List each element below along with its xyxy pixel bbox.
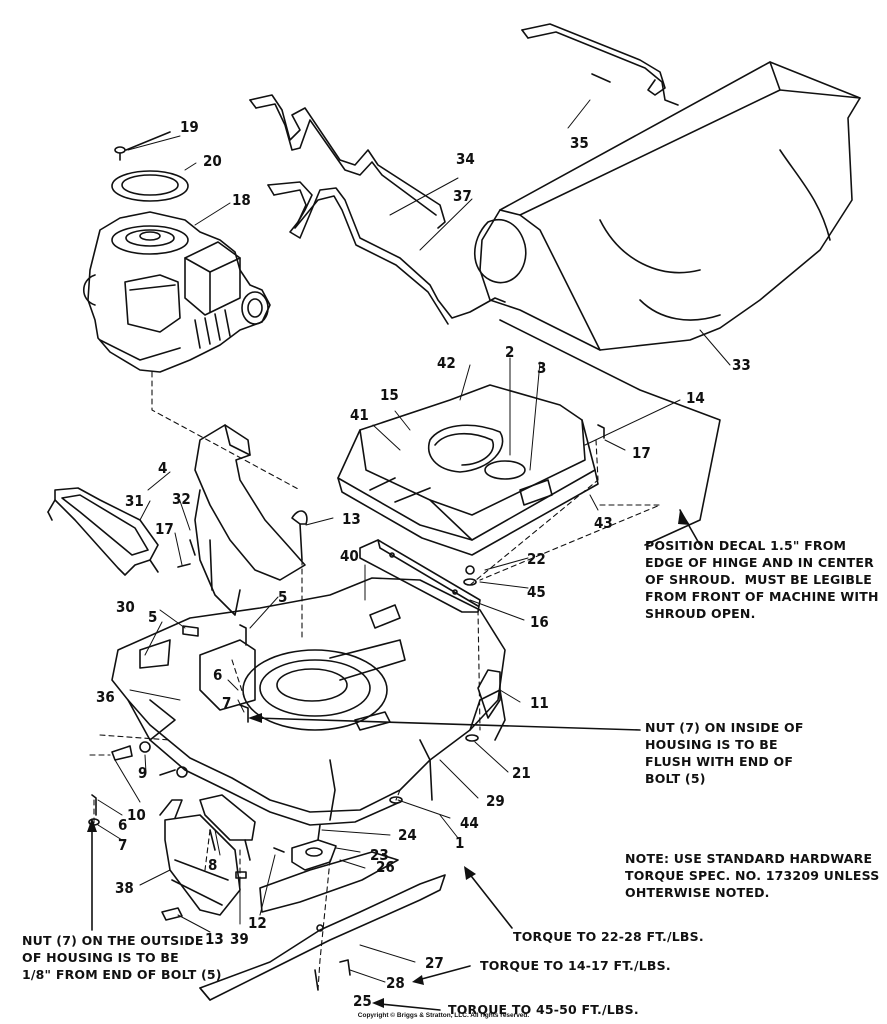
part-label: 31 bbox=[125, 492, 144, 510]
part-label: 23 bbox=[370, 846, 389, 864]
part-label: 37 bbox=[453, 187, 472, 205]
decal-note: POSITION DECAL 1.5" FROM EDGE OF HINGE A… bbox=[645, 538, 879, 621]
part-label: 21 bbox=[512, 764, 531, 782]
gasket-20 bbox=[111, 170, 189, 202]
assembly-lines bbox=[89, 371, 661, 991]
part-label: 28 bbox=[386, 974, 405, 992]
part-label: 2 bbox=[505, 343, 514, 361]
part-label: 43 bbox=[594, 514, 613, 532]
deflector bbox=[47, 487, 159, 576]
nut-outside-note: NUT (7) ON THE OUTSIDE OF HOUSING IS TO … bbox=[22, 933, 222, 982]
bag-rod-lower bbox=[267, 181, 506, 325]
part-label: 17 bbox=[155, 520, 174, 538]
leader-lines bbox=[97, 99, 731, 983]
part-label: 7 bbox=[118, 836, 127, 854]
part-label: 12 bbox=[248, 914, 267, 932]
bag-handle-frame bbox=[521, 23, 679, 106]
part-label: 6 bbox=[118, 816, 127, 834]
arrowheads bbox=[87, 510, 690, 1008]
bag-rod-upper bbox=[249, 94, 446, 229]
copyright-text: Copyright © Briggs & Stratton, LLC. All … bbox=[357, 1012, 530, 1019]
chute-baffle bbox=[189, 424, 306, 616]
part-label: 39 bbox=[230, 930, 249, 948]
part-label: 32 bbox=[172, 490, 191, 508]
part-label: 3 bbox=[537, 359, 546, 377]
part-label: 26 bbox=[376, 858, 395, 876]
hardware-note: NOTE: USE STANDARD HARDWARE TORQUE SPEC.… bbox=[625, 851, 880, 900]
part-label: 7 bbox=[222, 694, 231, 712]
part-label: 27 bbox=[425, 954, 444, 972]
part-label: 13 bbox=[342, 510, 361, 528]
part-label: 8 bbox=[208, 856, 217, 874]
part-label: 16 bbox=[530, 613, 549, 631]
part-label: 24 bbox=[398, 826, 417, 844]
torque-note-28: TORQUE TO 14-17 FT./LBS. bbox=[480, 958, 671, 973]
engine bbox=[82, 211, 271, 373]
part-label: 42 bbox=[437, 354, 456, 372]
part-label: 35 bbox=[570, 134, 589, 152]
part-label: 18 bbox=[232, 191, 251, 209]
part-label: 6 bbox=[213, 666, 222, 684]
part-labels: 1 2 3 4 5 5 6 6 7 7 8 9 10 11 12 13 13 1… bbox=[96, 118, 751, 1010]
part-label: 5 bbox=[148, 608, 157, 626]
hardware bbox=[88, 424, 605, 991]
part-label: 9 bbox=[138, 764, 147, 782]
part-label: 4 bbox=[158, 459, 167, 477]
part-label: 13 bbox=[205, 930, 224, 948]
torque-note-1: TORQUE TO 22-28 FT./LBS. bbox=[513, 929, 704, 944]
rear-skirt bbox=[159, 799, 241, 916]
part-label: 10 bbox=[127, 806, 146, 824]
bracket-8 bbox=[199, 794, 256, 861]
bolt-19 bbox=[114, 131, 171, 161]
nut-inside-note: NUT (7) ON INSIDE OF HOUSING IS TO BE FL… bbox=[645, 720, 804, 786]
part-label: 30 bbox=[116, 598, 135, 616]
part-label: 14 bbox=[686, 389, 705, 407]
shroud bbox=[337, 384, 599, 556]
grass-bag bbox=[474, 61, 861, 351]
part-label: 11 bbox=[530, 694, 549, 712]
note-arrows bbox=[91, 319, 721, 1011]
part-label: 40 bbox=[340, 547, 359, 565]
torque-note-25: TORQUE TO 45-50 FT./LBS. bbox=[448, 1002, 639, 1017]
part-label: 33 bbox=[732, 356, 751, 374]
part-label: 25 bbox=[353, 992, 372, 1010]
part-label: 44 bbox=[460, 814, 479, 832]
part-label: 38 bbox=[115, 879, 134, 897]
part-label: 5 bbox=[278, 588, 287, 606]
part-label: 17 bbox=[632, 444, 651, 462]
part-label: 45 bbox=[527, 583, 546, 601]
part-label: 15 bbox=[380, 386, 399, 404]
part-label: 20 bbox=[203, 152, 222, 170]
part-label: 1 bbox=[455, 834, 464, 852]
mower-housing bbox=[111, 577, 506, 826]
bracket-11 bbox=[477, 669, 501, 719]
part-label: 41 bbox=[350, 406, 369, 424]
part-label: 34 bbox=[456, 150, 475, 168]
part-label: 22 bbox=[527, 550, 546, 568]
part-label: 29 bbox=[486, 792, 505, 810]
part-label: 19 bbox=[180, 118, 199, 136]
part-label: 36 bbox=[96, 688, 115, 706]
